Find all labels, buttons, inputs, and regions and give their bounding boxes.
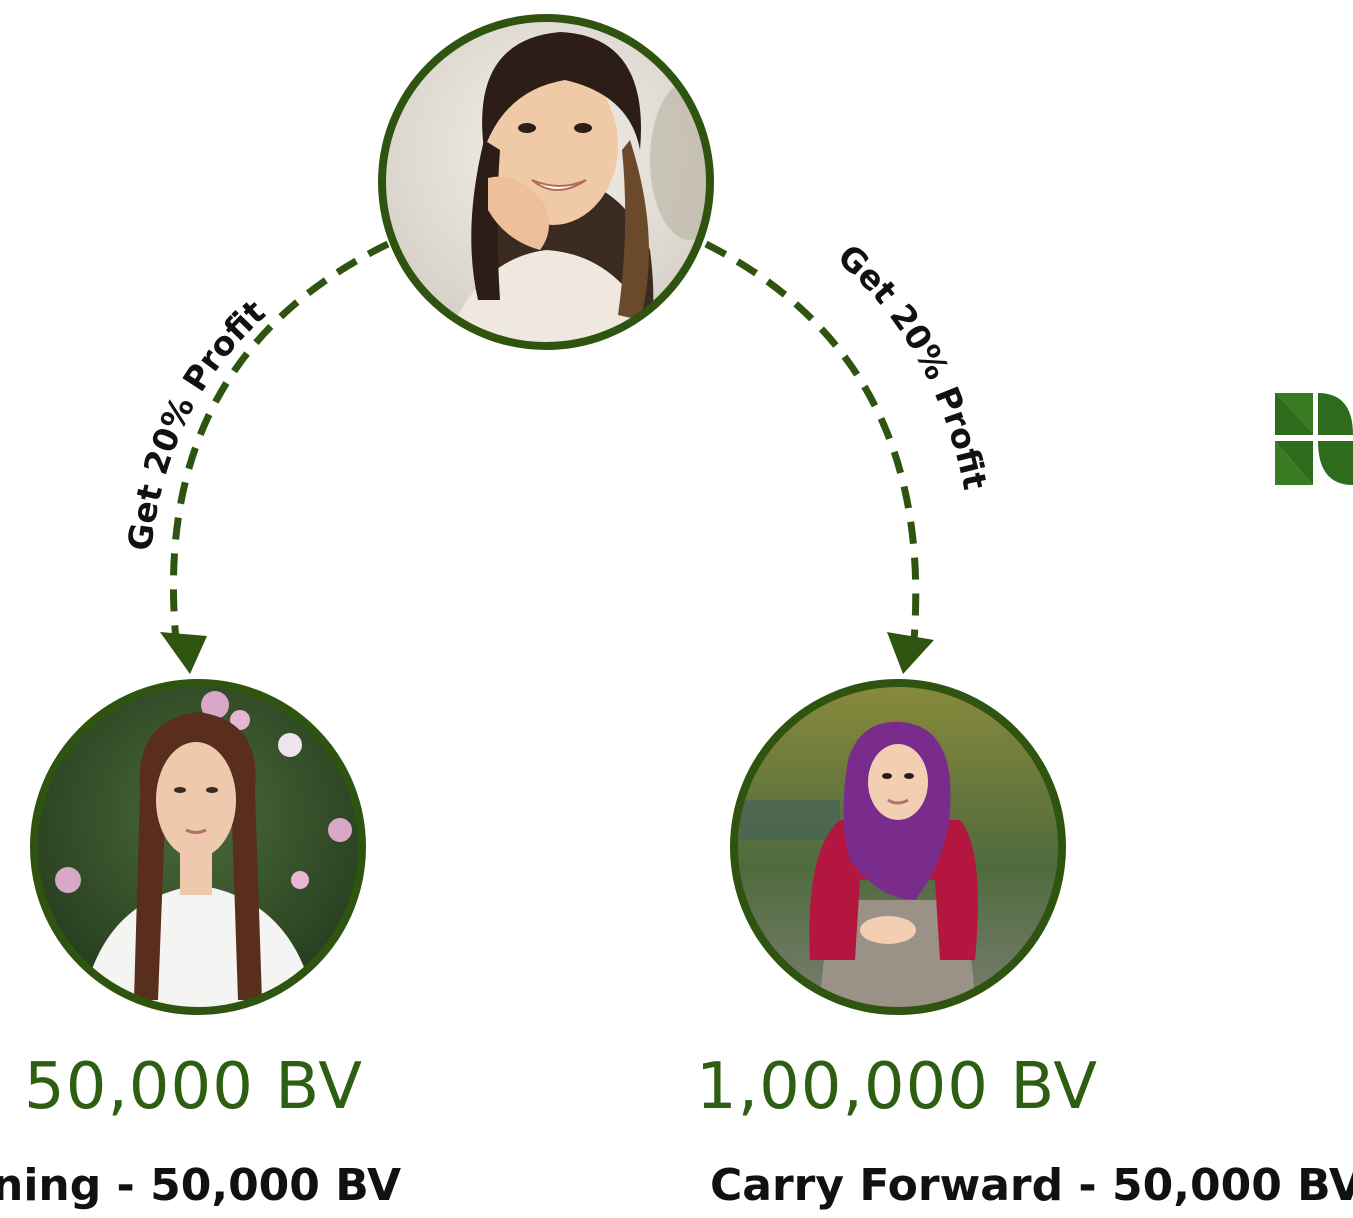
edge-label-left: Get 20% Profit — [120, 292, 273, 553]
top-person-avatar — [378, 14, 714, 350]
brand-logo-icon — [1275, 393, 1353, 485]
right-person-avatar — [730, 679, 1066, 1015]
right-bv-value: 1,00,000 BV — [696, 1050, 1099, 1124]
left-person-avatar — [30, 679, 366, 1015]
left-bv-note: ning - 50,000 BV — [0, 1160, 402, 1211]
right-bv-note: Carry Forward - 50,000 BV — [710, 1160, 1353, 1211]
edge-label-right: Get 20% Profit — [830, 236, 995, 493]
arrowhead-right-icon — [887, 632, 934, 674]
arrowhead-left-icon — [160, 632, 207, 674]
left-bv-value: 50,000 BV — [24, 1050, 363, 1124]
connector-right — [704, 240, 934, 674]
connector-left — [160, 240, 390, 674]
